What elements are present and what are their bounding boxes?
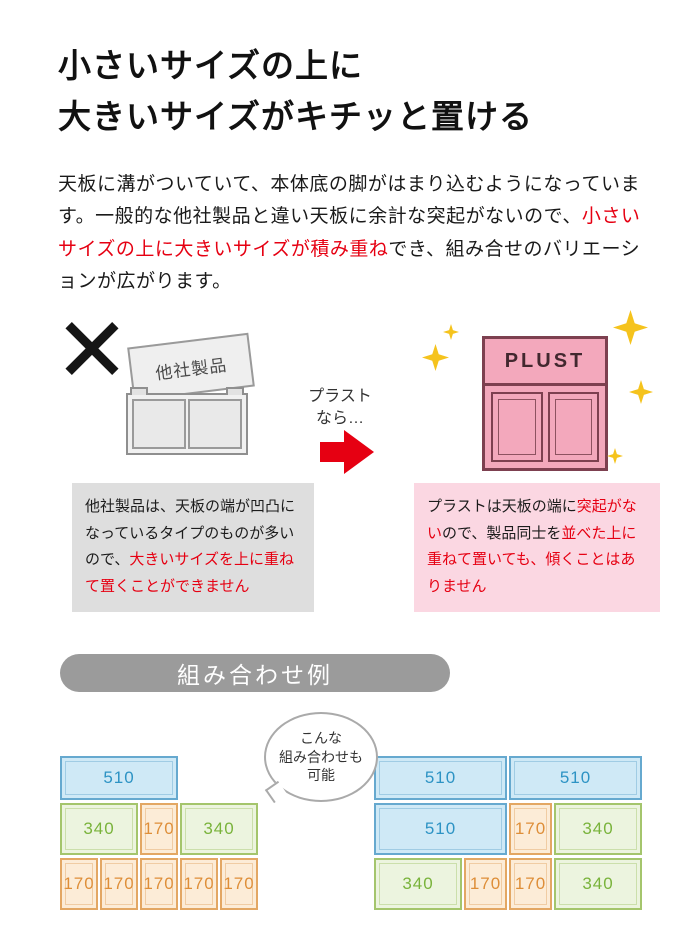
- stack-row: 340 170 340: [60, 803, 258, 855]
- box-size-label: 340: [582, 874, 614, 893]
- stack-box-340: 340: [60, 803, 138, 855]
- stack-row: 510 510: [374, 756, 642, 800]
- arrow-caption-line2: なら…: [315, 409, 364, 427]
- section-banner-title: 組み合わせ例: [177, 662, 333, 688]
- stack-box-170: 170: [60, 858, 98, 910]
- box-size-label: 170: [183, 874, 215, 893]
- stack-box-340: 340: [554, 858, 642, 910]
- sparkle-icon: [422, 344, 449, 371]
- other-brand-drawer: [132, 399, 186, 449]
- box-size-label: 340: [402, 874, 434, 893]
- section-banner: 組み合わせ例: [60, 654, 450, 692]
- arrow-head: [344, 430, 374, 474]
- arrow-body: [320, 442, 344, 462]
- page-title-line1: 小さいサイズの上に: [58, 47, 364, 85]
- arrow-caption-line1: プラスト: [308, 388, 372, 405]
- other-note-text: 他社製品は、天板の端が凹凸になっているタイプのものが多いので、: [85, 498, 296, 569]
- stack-box-170: 170: [509, 858, 552, 910]
- box-size-label: 510: [424, 819, 457, 838]
- drawer-panel: [498, 399, 536, 455]
- plust-drawer: [491, 392, 543, 462]
- bubble-line3: 可能: [307, 767, 335, 784]
- box-size-label: 340: [203, 819, 235, 838]
- plust-logo: PLUST: [485, 339, 605, 386]
- box-size-label: 170: [514, 874, 547, 893]
- stack-box-170: 170: [220, 858, 258, 910]
- red-arrow-icon: [320, 430, 374, 474]
- other-note-emphasis: 大きいサイズを上に重ねて置くことができません: [85, 551, 294, 596]
- box-size-label: 510: [424, 768, 457, 787]
- x-mark-icon: [62, 318, 122, 378]
- box-size-label: 170: [223, 874, 255, 893]
- other-brand-note: 他社製品は、天板の端が凹凸になっているタイプのものが多いので、大きいサイズを上に…: [72, 483, 314, 612]
- other-brand-cabinet: [126, 387, 248, 455]
- sparkle-icon: [613, 310, 648, 345]
- stack-box-340: 340: [180, 803, 258, 855]
- stack-box-170: 170: [464, 858, 507, 910]
- sparkle-icon: [607, 448, 623, 464]
- protrusion-left: [130, 387, 148, 395]
- page-title: 小さいサイズの上に大きいサイズがキチッと置ける: [58, 40, 533, 142]
- box-size-label: 340: [582, 819, 614, 838]
- plust-note-emphasis2: 並べた上に重ねて置いても、傾くことはありません: [427, 524, 637, 596]
- intro-text-end: でき、組み合せのバリエーションが広がります。: [58, 238, 641, 292]
- box-size-label: 510: [103, 768, 135, 787]
- box-size-label: 170: [514, 819, 547, 838]
- bubble-line2: 組み合わせも: [279, 748, 363, 765]
- plust-note: プラストは天板の端に突起がないので、製品同士を並べた上に重ねて置いても、傾くこと…: [414, 483, 660, 612]
- page-title-line2: 大きいサイズがキチッと置ける: [58, 98, 534, 136]
- box-size-label: 170: [469, 874, 502, 893]
- box-size-label: 170: [143, 819, 175, 838]
- drawer-panel: [554, 399, 592, 455]
- stack-box-340: 340: [374, 858, 462, 910]
- plust-note-text1: プラストは天板の端に: [427, 498, 577, 515]
- bubble-line1: こんな: [300, 729, 342, 746]
- combination-diagram-left: 510 340 170 340 170 170 170 170 170: [60, 756, 258, 910]
- box-size-label: 170: [63, 874, 95, 893]
- box-size-label: 170: [143, 874, 175, 893]
- stack-row: 170 170 170 170 170: [60, 858, 258, 910]
- plust-cabinet: PLUST: [482, 336, 608, 471]
- sparkle-icon: [443, 324, 459, 340]
- plust-drawer: [547, 392, 599, 462]
- intro-text: 天板に溝がついていて、本体底の脚がはまり込むようになっています。一般的な他社製品…: [58, 174, 640, 228]
- box-size-label: 170: [103, 874, 135, 893]
- sparkle-icon: [629, 380, 653, 404]
- stack-row: 510: [60, 756, 258, 800]
- stack-row: 340 170 170 340: [374, 858, 642, 910]
- stack-box-510: 510: [374, 756, 507, 800]
- stack-box-340: 340: [554, 803, 642, 855]
- other-brand-drawer: [188, 399, 242, 449]
- other-brand-label: 他社製品: [154, 355, 229, 383]
- plust-note-text2: ので、製品同士を: [442, 524, 562, 542]
- arrow-caption: プラストなら…: [292, 386, 388, 429]
- speech-bubble: こんな 組み合わせも 可能: [264, 712, 378, 804]
- protrusion-right: [226, 387, 244, 395]
- stack-box-170: 170: [509, 803, 552, 855]
- stack-box-510: 510: [374, 803, 507, 855]
- stack-box-170: 170: [180, 858, 218, 910]
- intro-paragraph: 天板に溝がついていて、本体底の脚がはまり込むようになっています。一般的な他社製品…: [58, 169, 650, 298]
- intro-text-emphasis: 小さいサイズの上に大きいサイズが積み重ね: [58, 206, 641, 260]
- speech-bubble-tail: [264, 780, 288, 804]
- stack-box-170: 170: [140, 858, 178, 910]
- box-size-label: 510: [559, 768, 592, 787]
- stack-box-510: 510: [60, 756, 178, 800]
- comparison-illustration: 他社製品 プラストなら… PLUST: [0, 308, 700, 483]
- plust-note-emphasis1: 突起がない: [427, 498, 637, 542]
- stack-row: 510 170 340: [374, 803, 642, 855]
- stack-box-170: 170: [140, 803, 178, 855]
- stack-box-510: 510: [509, 756, 642, 800]
- combination-diagram-right: 510 510 510 170 340 340 170 170 340: [374, 756, 642, 910]
- stack-box-170: 170: [100, 858, 138, 910]
- plust-drawers: [485, 386, 605, 468]
- box-size-label: 340: [83, 819, 115, 838]
